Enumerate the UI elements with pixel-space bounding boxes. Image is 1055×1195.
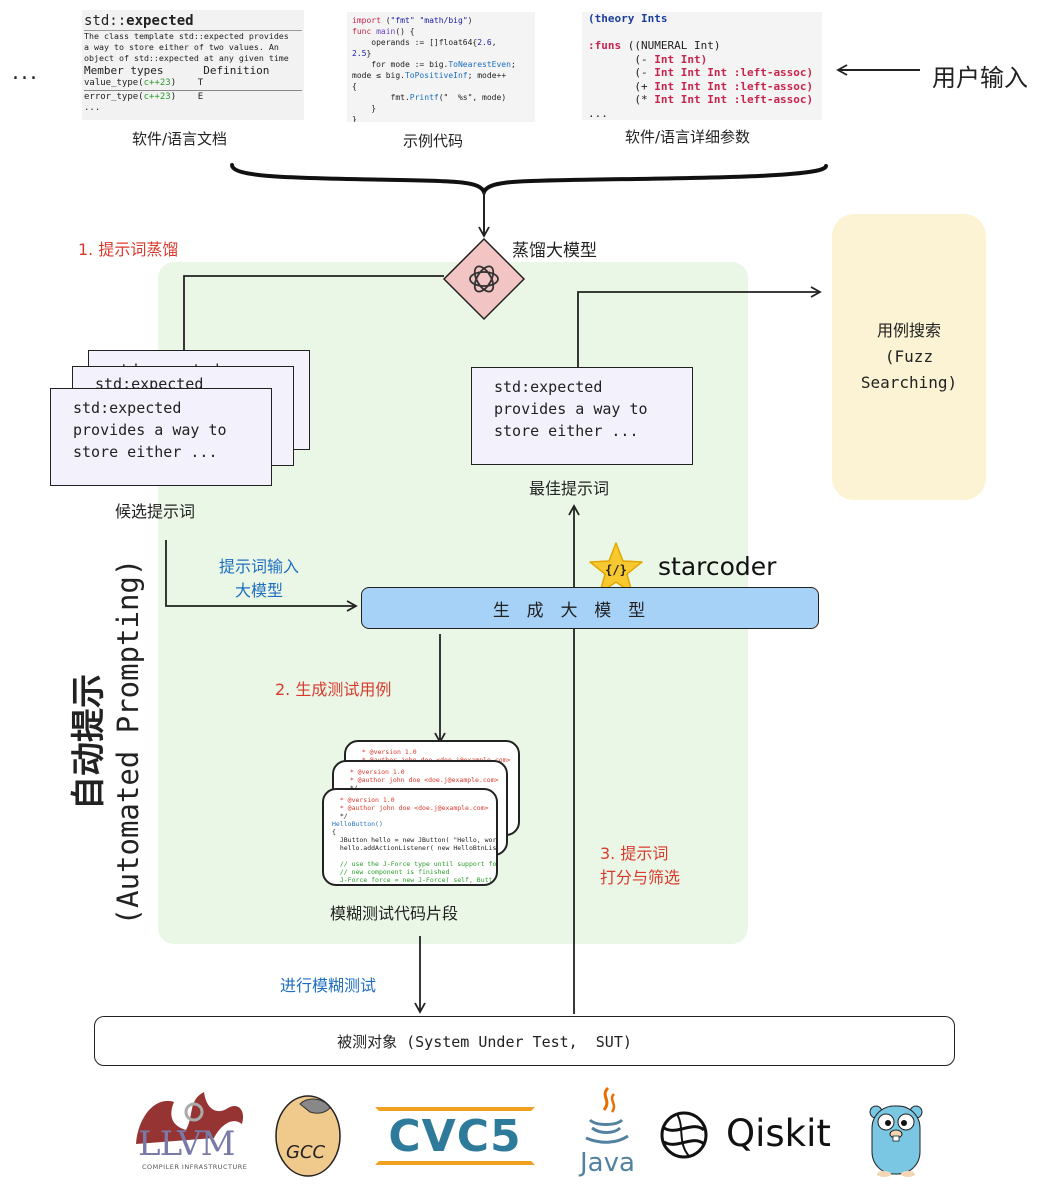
gcc-logo-text: GCC (286, 1142, 326, 1163)
generation-model-label: 生 成 大 模 型 (492, 600, 648, 621)
qiskit-logo-text: Qiskit (726, 1112, 831, 1155)
params-line: ... (588, 106, 608, 120)
detail-params-card: (theory Ints :funs ((NUMERAL Int) (- Int … (582, 12, 822, 120)
llvm-logo-text: LLVM (138, 1124, 235, 1164)
params-line: (theory Ints (588, 12, 668, 25)
openai-icon (442, 237, 526, 321)
system-under-test-box: 被测对象 (System Under Test, SUT) (94, 1016, 955, 1066)
doc-table-header: Member types Definition (84, 64, 270, 77)
candidate-prompt-front: std:expected provides a way to store eit… (50, 388, 272, 486)
doc-line-2: a way to store either of two values. An (84, 42, 279, 52)
params-caption: 软件/语言详细参数 (625, 128, 751, 146)
fuzz-search-panel (832, 214, 986, 500)
llvm-logo-sub: COMPILER INFRASTRUCTURE (142, 1163, 248, 1171)
cvc5-logo-text: CVC5 (388, 1110, 522, 1162)
example-caption: 示例代码 (403, 132, 464, 150)
step2-label: 2. 生成测试用例 (275, 680, 392, 699)
distill-model-node (442, 237, 526, 321)
step3-label: 3. 提示词 打分与筛选 (600, 844, 681, 887)
snippets-caption: 模糊测试代码片段 (330, 904, 459, 923)
params-line: (* Int Int Int :left-assoc) (588, 93, 814, 106)
doc-row-2: error_type(c++23) E (84, 92, 204, 102)
feed-llm-label: 提示词输入 大模型 (218, 557, 299, 600)
llvm-dragon-icon (136, 1092, 244, 1144)
java-cup-icon (585, 1086, 629, 1144)
cvc5-logo: CVC5 (375, 1107, 535, 1165)
doc-title: std::expected (84, 12, 302, 31)
params-line: (+ Int Int Int :left-assoc) (588, 79, 814, 93)
params-line: (- Int Int) (588, 52, 708, 66)
best-prompt-card: std:expected provides a way to store eit… (471, 367, 693, 465)
star-icon: {/} (589, 542, 643, 594)
doc-line-1: The class template std::expected provide… (84, 31, 289, 41)
example-code-card: import ("fmt" "math/big") func main() { … (347, 12, 535, 122)
fuzz-search-label: 用例搜索 (Fuzz Searching) (860, 321, 958, 392)
params-line: (- Int Int Int :left-assoc) (588, 66, 814, 79)
distill-model-label: 蒸馏大模型 (512, 241, 597, 261)
svg-text:{/}: {/} (605, 563, 627, 577)
starcoder-label: starcoder (658, 552, 777, 581)
step1-label: 1. 提示词蒸馏 (78, 240, 179, 259)
candidate-caption: 候选提示词 (115, 502, 196, 521)
ellipsis-left: ... (12, 60, 39, 85)
doc-line-3: object of std::expected at any given tim… (84, 53, 289, 63)
params-line: :funs ((NUMERAL Int) (588, 39, 721, 52)
doc-more: ... (84, 103, 101, 113)
go-gopher-icon (869, 1105, 923, 1177)
qiskit-atom-icon (660, 1111, 708, 1159)
java-logo-text: Java (580, 1148, 635, 1178)
fuzz-snippet-front: * @version 1.0 * @author john doe <doe.j… (322, 788, 498, 886)
language-doc-card: std::expected The class template std::ex… (82, 10, 304, 120)
user-input-label: 用户输入 (932, 64, 1028, 92)
generation-model-bar: 生 成 大 模 型 (361, 587, 819, 629)
fuzz-run-label: 进行模糊测试 (280, 976, 377, 995)
doc-row-1: value_type(c++23) T (84, 78, 204, 88)
gcc-gnu-icon (275, 1095, 341, 1177)
sut-label: 被测对象 (System Under Test, SUT) (337, 1032, 632, 1051)
doc-caption: 软件/语言文档 (132, 130, 228, 148)
best-caption: 最佳提示词 (529, 479, 610, 498)
